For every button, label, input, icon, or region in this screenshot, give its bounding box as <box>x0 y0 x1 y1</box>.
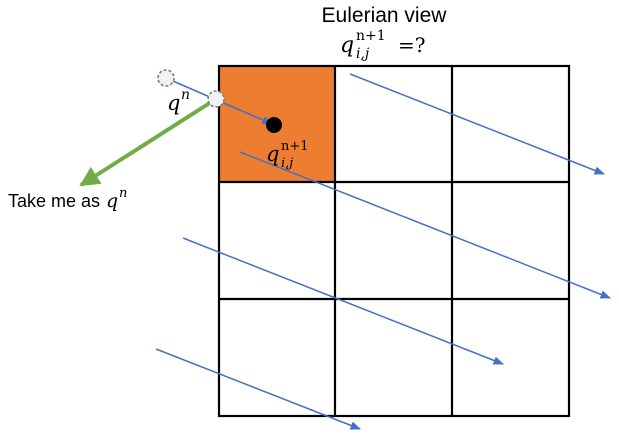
flow-arrow-4 <box>155 348 361 430</box>
title-equation: q n+1 i,j =? <box>340 28 425 62</box>
title-equation-superscript: n+1 <box>356 28 386 44</box>
take-me-superscript: n <box>119 186 127 201</box>
diagram-title: Eulerian view <box>322 4 448 27</box>
title-equation-symbol: q <box>340 33 354 58</box>
departure-point-symbol: q <box>167 91 180 115</box>
departure-point-label: q n <box>167 87 190 115</box>
target-point-subscript: i,j <box>281 156 293 171</box>
target-point <box>266 117 282 133</box>
flow-arrow-2 <box>239 151 611 299</box>
target-point-superscript: n+1 <box>281 139 309 154</box>
flow-arrow-1 <box>349 73 605 175</box>
target-point-symbol: q <box>266 142 279 166</box>
previous-point-marker <box>157 69 175 87</box>
take-me-arrow <box>79 97 218 187</box>
departure-point-marker <box>207 90 225 108</box>
grid <box>217 64 571 418</box>
title-equation-subscript: i,j <box>356 46 370 62</box>
take-me-note: Take me as q n <box>8 186 127 212</box>
grid-border <box>217 64 571 418</box>
take-me-symbol: q <box>106 190 118 212</box>
take-me-text: Take me as <box>8 191 105 211</box>
target-point-label: q n+1 i,j <box>266 139 309 171</box>
departure-point-superscript: n <box>181 87 190 103</box>
flow-arrow-3 <box>182 237 504 365</box>
title-equation-suffix: =? <box>398 33 425 57</box>
